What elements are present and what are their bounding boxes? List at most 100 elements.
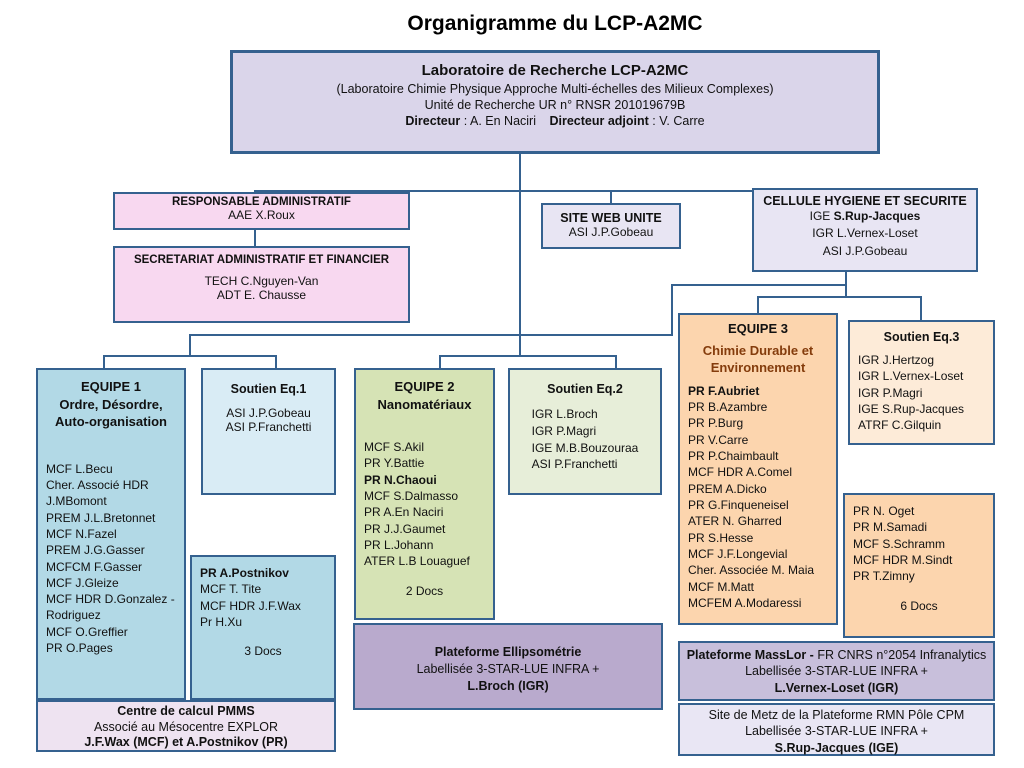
text-line: Site de Metz de la Plateforme RMN Pôle C… [708,708,965,722]
connector-line [254,190,864,192]
member-line: PR N. Oget [853,504,915,518]
adjoint-label: Directeur adjoint [549,114,649,128]
member-line: IGR L.Vernex-Loset [812,226,918,241]
docs-count: 2 Docs [405,583,444,598]
member-line: PREM J.G.Gasser [46,543,145,558]
cellule-hygiene-securite-box: CELLULE HYGIENE ET SECURITE IGE S.Rup-Ja… [752,188,978,272]
text-line: J.F.Wax (MCF) et A.Postnikov (PR) [84,735,288,750]
member-line: IGE M.B.Bouzouraa [531,440,639,455]
connector-line [671,284,673,336]
member-line: PR S.Hesse [688,530,754,545]
member-line: PR O.Pages [46,641,113,656]
text-line: S.Rup-Jacques (IGE) [774,740,899,755]
site-metz-rmn-box: Site de Metz de la Plateforme RMN Pôle C… [678,703,995,756]
member-line: MCF S.Schramm [853,536,946,551]
member-line: Cher. Associé HDR J.MBomont [46,477,149,509]
main-lab-box: Laboratoire de Recherche LCP-A2MC (Labor… [230,50,880,154]
member-line: IGR P.Magri [531,423,597,438]
member-line: PR J.J.Gaumet [364,521,446,536]
equipe1-subtitle: Ordre, Désordre, [59,396,163,412]
member-line: PR B.Azambre [688,400,768,415]
equipe1-title: EQUIPE 1 [81,379,141,394]
member-line: ASI P.Franchetti [225,420,312,434]
site-web-box: SITE WEB UNITE ASI J.P.Gobeau [541,203,681,249]
equipe3-box: EQUIPE 3 Chimie Durable et Environnement… [678,313,838,625]
box-title: CELLULE HYGIENE ET SECURITE [763,194,967,208]
member-line: MCF O.Greffier [46,624,128,639]
docs-count: 6 Docs [900,598,938,613]
box-title: Soutien Eq.1 [230,382,307,396]
member-line: PR T.Zimny [853,569,915,584]
member-line: IGE S.Rup-Jacques [858,401,965,416]
member-line: MCF L.Becu [46,461,113,476]
text-line: Labellisée 3-STAR-LUE INFRA + [416,661,600,676]
connector-line [103,355,105,370]
member-line: MCFEM A.Modaressi [688,595,802,610]
lab-directors: Directeur : A. En Naciri Directeur adjoi… [233,114,877,128]
text-line: Labellisée 3-STAR-LUE INFRA + [745,724,928,739]
equipe1-box: EQUIPE 1 Ordre, Désordre, Auto-organisat… [36,368,186,700]
equipe3-title: EQUIPE 3 [728,321,788,336]
equipe1-subtitle: Auto-organisation [55,414,167,430]
member-line: IGR L.Vernex-Loset [858,369,964,384]
text-line: L.Vernex-Loset (IGR) [774,680,899,695]
connector-line [615,355,617,370]
equipe2-title: EQUIPE 2 [394,379,455,394]
member-line: ATER N. Gharred [688,514,782,529]
box-title: Soutien Eq.2 [547,382,623,396]
member-line: MCF HDR A.Comel [688,465,793,480]
member-line: MCF HDR J.F.Wax [200,598,301,613]
member-line: IGR J.Hertzog [858,353,935,367]
member-line: ATER L.B Louaguef [364,554,470,569]
connector-line [254,229,256,248]
member-line: PREM J.L.Bretonnet [46,510,156,525]
member-line: MCF S.Dalmasso [364,489,459,504]
connector-line [439,355,441,370]
member-line: MCF N.Fazel [46,526,117,541]
equipe3-subtitle: Chimie Durable et [702,343,814,358]
member-line: PR P.Burg [688,416,744,431]
member-line: MCF S.Akil [364,440,424,455]
connector-line [920,296,922,322]
lab-title: Laboratoire de Recherche LCP-A2MC [421,62,689,79]
member-line: MCF HDR D.Gonzalez - Rodriguez [46,592,175,623]
member-line: IGE S.Rup-Jacques [754,208,976,225]
box-title: RESPONSABLE ADMINISTRATIF [172,196,351,208]
member-line: PR L.Johann [364,537,434,552]
secretariat-box: SECRETARIAT ADMINISTRATIF ET FINANCIER T… [113,246,410,323]
responsable-administratif-box: RESPONSABLE ADMINISTRATIF AAE X.Roux [113,192,410,230]
member-line: ADT E. Chausse [216,288,307,302]
member-line: PR F.Aubriet [688,383,760,398]
connector-line [519,190,521,357]
masslor-title-bold: Plateforme MassLor - [686,648,818,662]
member-line: PR P.Chaimbault [688,449,779,464]
director-name: : A. En Naciri [460,114,536,128]
connector-line [757,296,922,298]
member-line: IGR L.Broch [531,407,598,421]
docs-count: 3 Docs [244,644,282,659]
text-line: Labellisée 3-STAR-LUE INFRA + [745,664,928,679]
member-line: Pr H.Xu [200,614,243,629]
equipe3-subtitle: Environnement [710,359,806,375]
member-line: PR Y.Battie [364,456,425,471]
member-line: MCFCM F.Gasser [46,559,142,574]
connector-line [757,296,759,315]
member-line: PR M.Samadi [853,520,928,535]
centre-calcul-pmms-box: Centre de calcul PMMS Associé au Mésocen… [36,700,336,752]
equipe2-subtitle: Nanomatériaux [377,396,472,412]
member-line: TECH C.Nguyen-Van [204,274,319,288]
member-line: MCF J.Gleize [46,575,119,590]
